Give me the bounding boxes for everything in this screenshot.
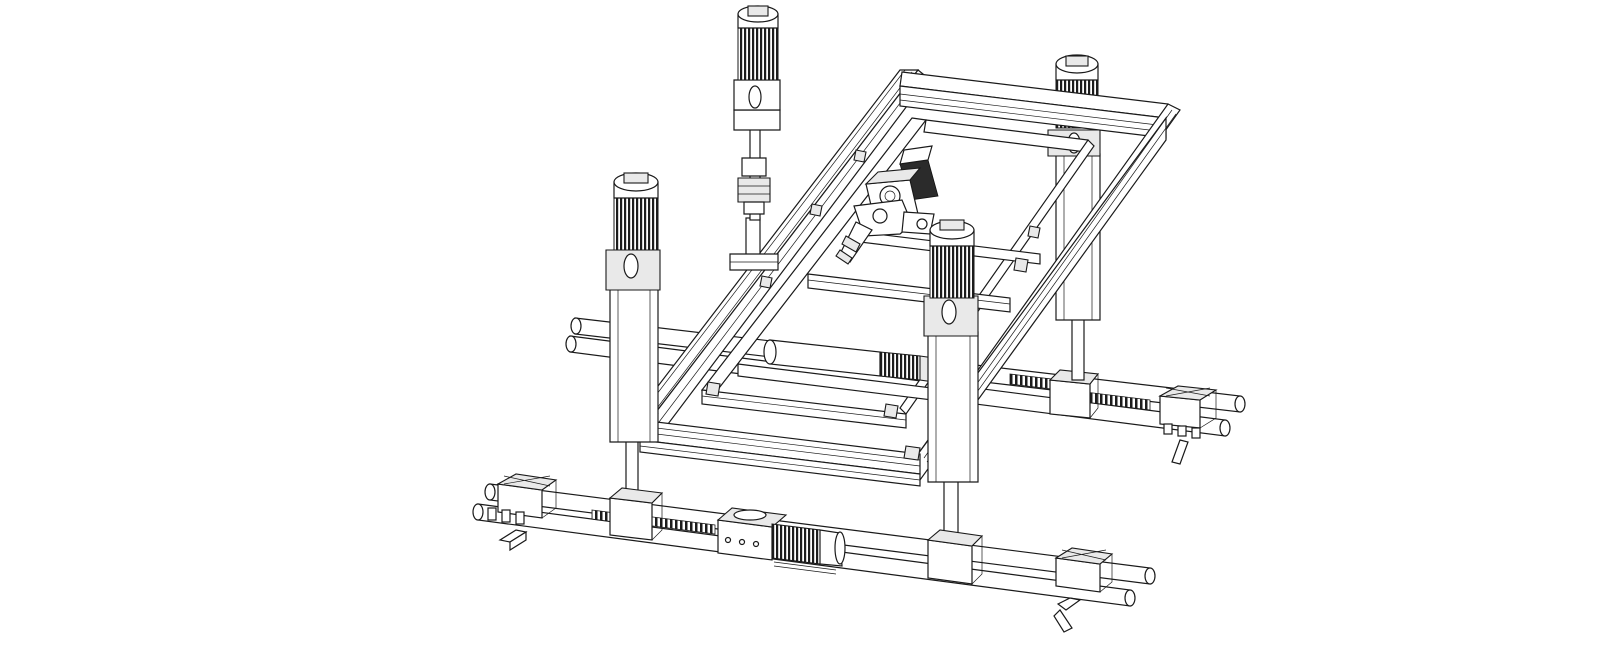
front-end-block-left bbox=[487, 473, 558, 552]
motor-top-center bbox=[729, 5, 781, 271]
column-front bbox=[923, 219, 979, 541]
front-end-block-right bbox=[1053, 547, 1114, 633]
column-left bbox=[605, 172, 661, 497]
motor-front bbox=[929, 219, 975, 299]
motor-left bbox=[613, 172, 659, 251]
center-gearbox bbox=[835, 145, 939, 265]
rail-drive-motor bbox=[716, 507, 846, 575]
front-rail bbox=[472, 473, 1156, 633]
rear-end-block bbox=[1158, 385, 1218, 465]
